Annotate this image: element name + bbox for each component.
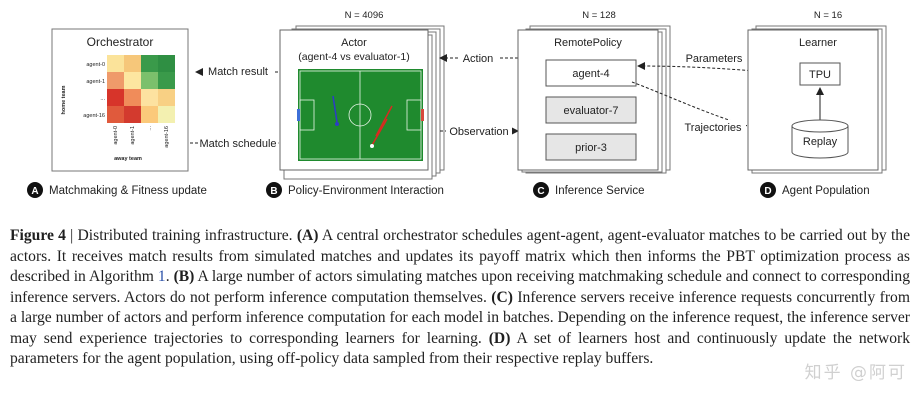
heatmap-col-label: ... [147,126,153,131]
heatmap-cell [158,55,175,72]
heatmap-cell [124,72,141,89]
heatmap-y-axis-label: home team [61,85,67,114]
orchestrator-panel: Orchestrator home team away team agent-0… [51,28,189,172]
replay-label: Replay [803,136,838,148]
heatmap-cell [124,55,141,72]
learner-count: N = 16 [814,10,842,21]
learner-stack [747,25,887,174]
orchestrator-title: Orchestrator [87,35,154,49]
match-schedule-label: Match schedule [199,138,276,150]
heatmap-cell [124,89,141,106]
observation-label: Observation [449,126,508,138]
caption-algorithm-ref[interactable]: 1 [157,268,166,285]
remote-policy-count: N = 128 [582,10,616,21]
heatmap-cell [107,55,124,72]
svg-text:B: B [270,186,277,197]
figure-caption: Figure 4 | Distributed training infrastr… [10,226,910,370]
caption-text-a1: A central orchestrator schedules agent-a… [10,227,911,285]
heatmap-cell [158,72,175,89]
policy-item-prior-3: prior-3 [575,142,607,154]
heatmap-cell [124,106,141,123]
heatmap-row-label: ... [100,96,105,102]
heatmap-col-labels: agent-0 agent-1... agent-16 [113,126,170,148]
actor-subtitle: (agent-4 vs evaluator-1) [298,51,409,63]
heatmap-cell [141,55,158,72]
svg-text:D: D [764,186,771,197]
trajectories-label: Trajectories [684,122,742,134]
actor-count: N = 4096 [345,10,384,21]
caption-text-d: A set of learners host and continuously … [10,329,910,368]
replay-buffer-icon [791,119,849,159]
heatmap-cell [107,89,124,106]
caption-text-c: Inference servers receive inference requ… [10,288,910,347]
heatmap-cell [141,72,158,89]
caption-figure-label: Figure 4 [10,227,66,244]
soccer-field [297,69,424,161]
policy-item-agent-4: agent-4 [572,68,609,80]
caption-tag-b: (B) [173,268,195,285]
panel-label-b-text: Policy-Environment Interaction [288,185,444,197]
parameters-label: Parameters [686,53,743,65]
caption-text-b: A large number of actors simulating matc… [10,268,911,306]
tpu-label: TPU [809,69,831,81]
tpu-box [799,62,841,86]
svg-text:A: A [31,186,38,197]
actor-title: Actor [341,37,367,49]
heatmap-cell [107,106,124,123]
caption-title: Distributed training infrastructure. [77,227,297,244]
caption-tag-c: (C) [491,288,513,306]
heatmap-x-axis-label: away team [114,156,142,162]
panel-label-c-text: Inference Service [555,185,645,197]
panel-label-d-text: Agent Population [782,185,870,197]
heatmap-cell [158,106,175,123]
caption-separator: | [65,227,78,244]
policy-item-prior-3-box [545,133,637,161]
panel-label-b: B Policy-Environment Interaction [266,182,444,198]
action-label: Action [463,53,494,65]
payoff-heatmap [107,55,175,123]
heatmap-col-label: agent-0 [113,126,119,145]
heatmap-row-label: agent-1 [86,79,105,85]
heatmap-row-label: agent-16 [83,113,105,119]
match-result-label: Match result [208,66,268,78]
svg-text:C: C [537,186,544,197]
caption-tag-a: (A) [296,227,319,244]
heatmap-cell [158,89,175,106]
caption-tag-d: (D) [488,329,511,347]
panel-label-d: D Agent Population [760,182,870,198]
caption-text-a2: . [165,268,174,285]
heatmap-cell [141,106,158,123]
watermark: 知乎 @阿可 [804,363,907,383]
heatmap-row-labels: agent-0 agent-1... agent-16 [83,62,105,119]
heatmap-cell [141,89,158,106]
heatmap-col-label: agent-16 [164,126,170,148]
heatmap-cell [107,72,124,89]
figure-diagram: Orchestrator home team away team agent-0… [27,10,887,198]
panel-label-c: C Inference Service [533,182,645,198]
parameters-arrow [637,62,801,74]
policy-item-evaluator-7-box [545,96,637,124]
policy-item-evaluator-7: evaluator-7 [563,105,618,117]
heatmap-row-label: agent-0 [86,62,105,68]
panel-label-a: A Matchmaking & Fitness update [27,182,207,198]
remote-policy-title: RemotePolicy [554,37,622,49]
heatmap-col-label: agent-1 [130,126,136,145]
panel-label-a-text: Matchmaking & Fitness update [49,185,207,197]
policy-item-agent-4-box [545,59,637,87]
learner-title: Learner [799,37,837,49]
